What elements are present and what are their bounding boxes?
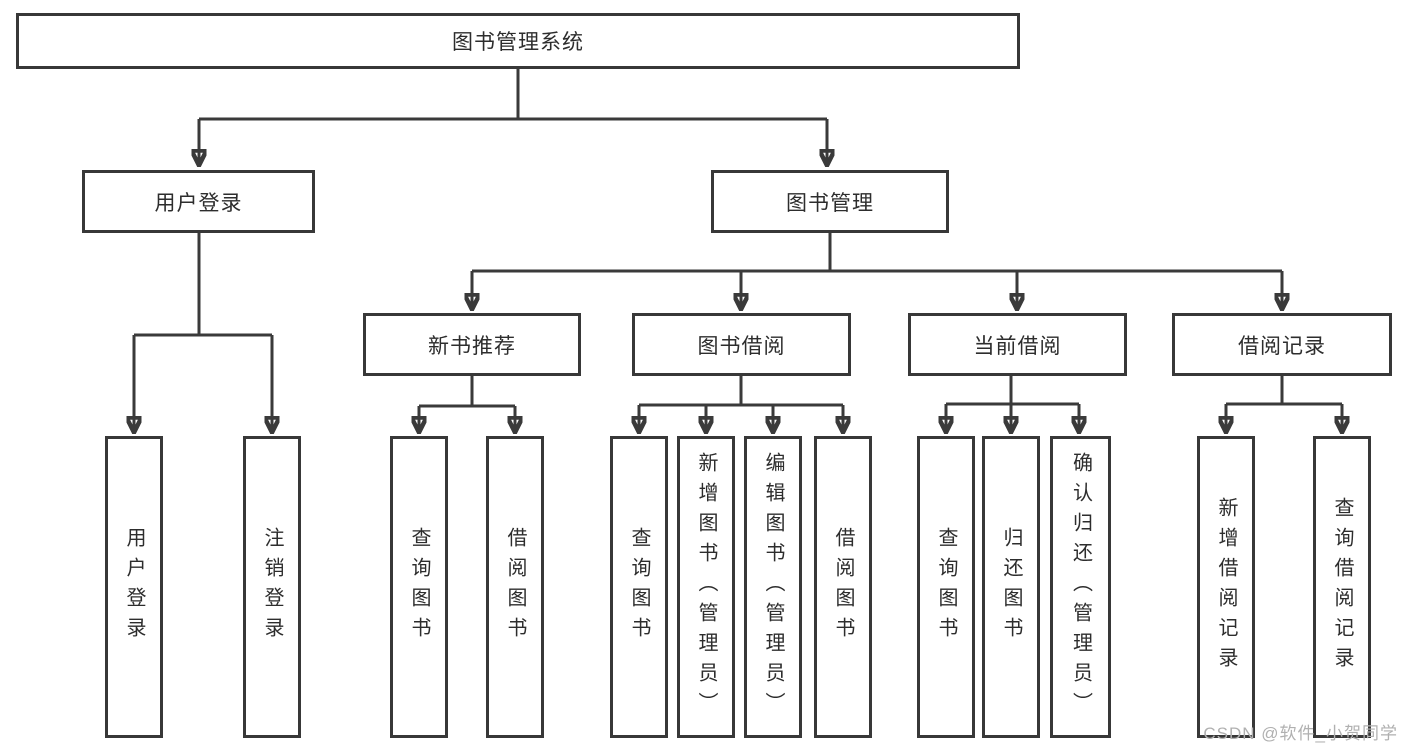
node-current-borrow: 当前借阅: [908, 313, 1127, 376]
csdn-watermark: CSDN @软件_小贺同学: [1203, 724, 1398, 743]
leaf-borrow-borrow-book: 借阅图书: [814, 436, 872, 738]
node-book-management: 图书管理: [711, 170, 949, 233]
leaf-recommend-query-book: 查询图书: [390, 436, 448, 738]
node-book-borrow-label: 图书借阅: [697, 334, 786, 358]
node-root-label: 图书管理系统: [452, 31, 584, 54]
leaf-current-confirm-return-label: 确认归还（管理员）: [1069, 452, 1092, 722]
leaf-borrow-edit-book: 编辑图书（管理员）: [744, 436, 802, 738]
node-new-book-recommend-label: 新书推荐: [428, 334, 516, 358]
leaf-logout-label: 注销登录: [261, 527, 283, 647]
leaf-records-add-record-label: 新增借阅记录: [1215, 497, 1237, 677]
node-root: 图书管理系统: [16, 13, 1020, 69]
leaf-current-return-book-label: 归还图书: [1000, 527, 1022, 647]
leaf-borrow-add-book-label: 新增图书（管理员）: [695, 452, 717, 722]
leaf-user-login: 用户登录: [105, 436, 163, 738]
leaf-borrow-add-book: 新增图书（管理员）: [677, 436, 735, 738]
leaf-user-login-label: 用户登录: [123, 527, 145, 647]
leaf-borrow-borrow-book-label: 借阅图书: [832, 527, 854, 647]
node-current-borrow-label: 当前借阅: [973, 334, 1062, 358]
leaf-borrow-query-book: 查询图书: [610, 436, 668, 738]
node-user-login: 用户登录: [82, 170, 315, 233]
node-borrow-records-label: 借阅记录: [1238, 334, 1326, 358]
leaf-records-query-record-label: 查询借阅记录: [1331, 497, 1353, 677]
leaf-recommend-query-book-label: 查询图书: [408, 527, 430, 647]
node-borrow-records: 借阅记录: [1172, 313, 1392, 376]
leaf-recommend-borrow-book-label: 借阅图书: [504, 527, 526, 647]
leaf-records-add-record: 新增借阅记录: [1197, 436, 1255, 738]
leaf-recommend-borrow-book: 借阅图书: [486, 436, 544, 738]
leaf-borrow-query-book-label: 查询图书: [628, 527, 650, 647]
node-book-borrow: 图书借阅: [632, 313, 851, 376]
leaf-borrow-edit-book-label: 编辑图书（管理员）: [762, 452, 784, 722]
leaf-logout: 注销登录: [243, 436, 301, 738]
leaf-records-query-record: 查询借阅记录: [1313, 436, 1371, 738]
leaf-current-return-book: 归还图书: [982, 436, 1040, 738]
leaf-current-query-book: 查询图书: [917, 436, 975, 738]
node-book-management-label: 图书管理: [786, 191, 874, 215]
leaf-current-query-book-label: 查询图书: [935, 527, 957, 647]
leaf-current-confirm-return: 确认归还（管理员）: [1050, 436, 1111, 738]
node-user-login-label: 用户登录: [154, 191, 243, 215]
node-new-book-recommend: 新书推荐: [363, 313, 581, 376]
